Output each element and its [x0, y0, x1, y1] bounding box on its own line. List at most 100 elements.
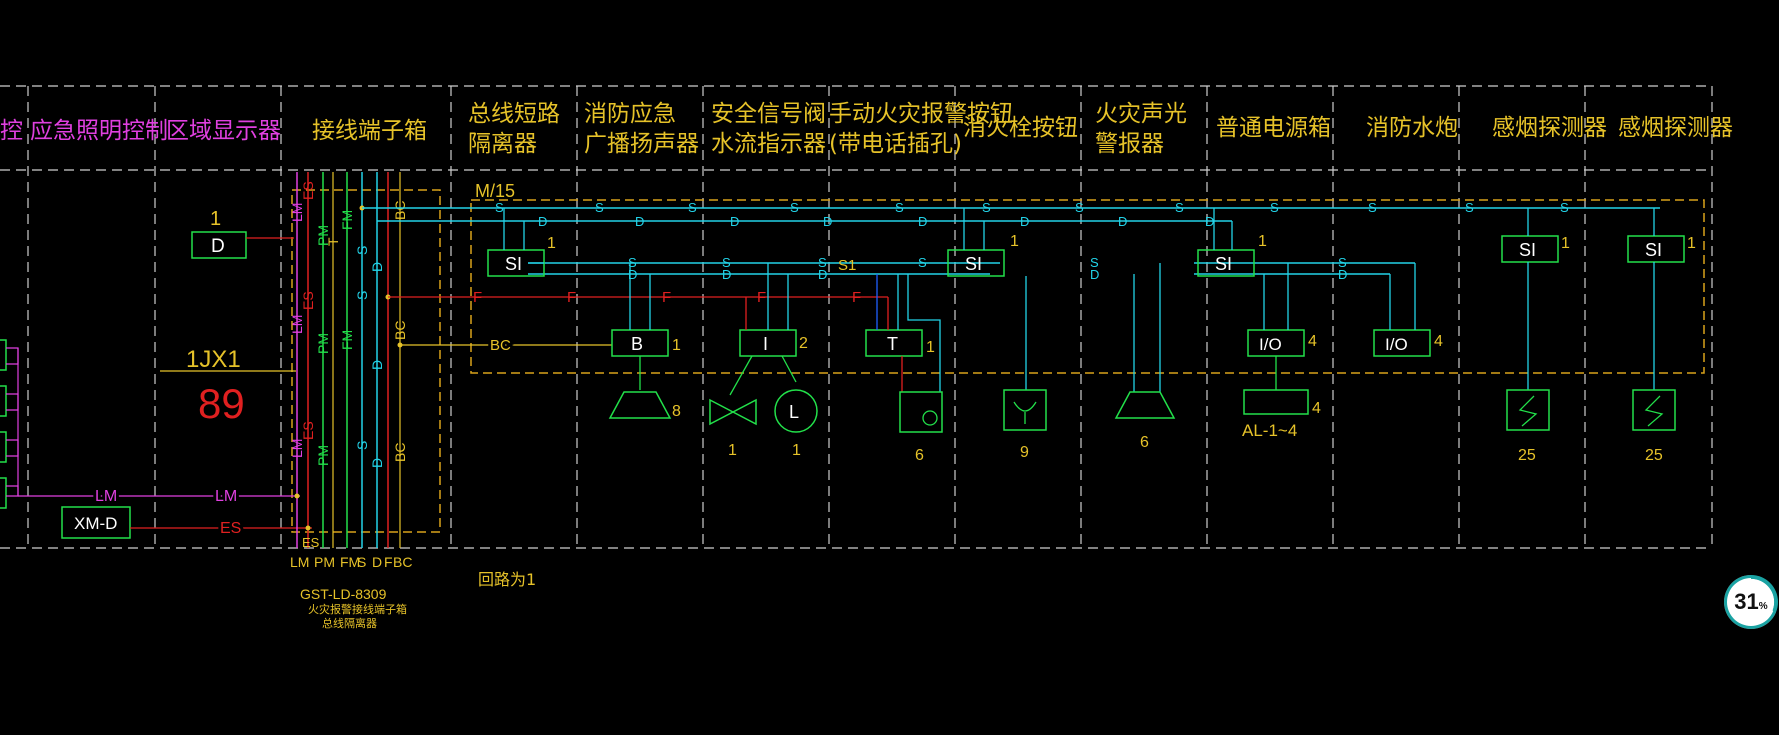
header-9-line-0: 火灾声光 — [1095, 101, 1187, 127]
flow-symbol — [774, 389, 818, 433]
module-box-2: I — [763, 334, 768, 354]
svg-text:D: D — [818, 267, 827, 282]
module-box-8: SI — [1519, 240, 1536, 260]
module-qty-0: 1 — [547, 235, 556, 252]
svg-text:D: D — [628, 267, 637, 282]
es-label: ES — [220, 520, 241, 537]
loop-note: 回路为1 — [478, 570, 536, 589]
terminal-es-label: ES — [302, 535, 320, 550]
header-5-line-1: 广播扬声器 — [584, 131, 699, 157]
valve-symbol — [709, 398, 757, 426]
tv-mid-5: D — [369, 360, 385, 370]
valve-qty: 1 — [728, 442, 737, 459]
svg-text:S: S — [722, 255, 731, 270]
smoke2-qty: 25 — [1645, 447, 1663, 464]
header-5: 消防应急广播扬声器 — [584, 101, 699, 157]
progress-badge[interactable]: 31% — [1724, 575, 1778, 629]
svg-text:F: F — [757, 289, 766, 306]
svg-text:D: D — [730, 214, 739, 229]
tv-top-4: FM — [339, 210, 355, 230]
module-qty-2: 2 — [799, 335, 808, 352]
svg-text:D: D — [635, 214, 644, 229]
area-display-label: D — [211, 236, 225, 257]
devices: 8 1 L 1 6 9 6 4 AL-1~4 25 — [608, 262, 1676, 464]
tb-3: S — [357, 554, 366, 570]
svg-text:F: F — [473, 289, 482, 306]
svg-text:S: S — [628, 255, 637, 270]
tv-top-1: PM — [315, 225, 331, 246]
alarm-qty: 6 — [1140, 434, 1149, 451]
terminal-model: GST-LD-8309 — [300, 586, 387, 602]
tv-low-0: LM — [289, 439, 305, 458]
header-7-line-0: 手动火灾报警按钮 — [829, 101, 1013, 127]
svg-text:S: S — [1338, 255, 1347, 270]
lm-label-2: LM — [215, 488, 237, 505]
svg-text:D: D — [823, 214, 832, 229]
header-4-line-0: 总线短路 — [468, 101, 560, 127]
svg-text:S: S — [1175, 200, 1184, 215]
tb-6: BC — [393, 554, 412, 570]
flow-symbol-letter: L — [789, 402, 799, 422]
lm-label-1: LM — [95, 488, 117, 505]
cable-label: 1JX1 — [186, 346, 241, 373]
module-box-0: SI — [505, 254, 522, 274]
xm-d-box — [61, 506, 131, 539]
svg-text:S: S — [1560, 200, 1569, 215]
s1-label: S1 — [838, 257, 856, 274]
header-3: 接线端子箱 — [312, 118, 427, 144]
svg-text:F: F — [852, 289, 861, 306]
terminal-model-note-1: 火灾报警接线端子箱 — [308, 602, 407, 616]
header-8: 消火栓按钮 — [963, 115, 1078, 141]
flow-qty: 1 — [792, 442, 801, 459]
svg-text:D: D — [1020, 214, 1029, 229]
module-box-9: SI — [1645, 240, 1662, 260]
module-qty-7: 4 — [1434, 333, 1443, 350]
tb-1: PM — [314, 554, 335, 570]
svg-text:S: S — [1090, 255, 1099, 270]
area-display-box — [191, 231, 247, 259]
svg-text:D: D — [1090, 267, 1099, 282]
tv-top-5: S — [354, 246, 370, 255]
header-6-line-0: 安全信号阀 — [711, 101, 826, 127]
tb-5: F — [384, 554, 393, 570]
left-region: 1 D 1JX1 89 LM LM XM-D ES — [0, 208, 312, 540]
svg-text:F: F — [567, 289, 576, 306]
tb-0: LM — [290, 554, 309, 570]
smoke1-qty: 25 — [1518, 447, 1536, 464]
left-edge-modules — [0, 339, 19, 509]
tv-mid-4: S — [354, 291, 370, 300]
module-qty-6: 4 — [1308, 333, 1317, 350]
hydrant-qty: 9 — [1020, 444, 1029, 461]
svg-text:S: S — [1270, 200, 1279, 215]
svg-text:S: S — [818, 255, 827, 270]
cable-count: 89 — [198, 380, 245, 427]
sound-light-alarm-symbol — [1114, 391, 1176, 419]
smoke-detector-2-symbol — [1632, 389, 1676, 431]
svg-text:S: S — [1465, 200, 1474, 215]
terminal-model-note-2: 总线隔离器 — [322, 616, 377, 630]
svg-text:S: S — [1075, 200, 1084, 215]
header-7-line-1: (带电话插孔) — [829, 131, 962, 157]
header-9: 火灾声光警报器 — [1095, 101, 1187, 157]
module-qty-5: 1 — [1258, 233, 1267, 250]
modules: SI 1 B 1 I 2 T 1 SI 1 SI 1 — [487, 208, 1696, 357]
power-box-symbol — [1243, 389, 1309, 415]
svg-text:S: S — [790, 200, 799, 215]
header-7: 手动火灾报警按钮 (带电话插孔) — [829, 101, 1013, 157]
header-10: 普通电源箱 — [1216, 115, 1331, 141]
tv-low-5: BC — [392, 443, 408, 462]
tv-mid-1: PM — [315, 333, 331, 354]
svg-text:D: D — [1338, 267, 1347, 282]
header-0: 控 — [0, 118, 23, 144]
header-2: 区域显示器 — [166, 118, 281, 144]
module-qty-1: 1 — [672, 337, 681, 354]
terminal-box — [294, 172, 403, 548]
smoke-detector-1-symbol — [1506, 389, 1550, 431]
tb-4: D — [372, 554, 382, 570]
svg-text:F: F — [662, 289, 671, 306]
header-11: 消防水炮 — [1366, 115, 1458, 141]
header-4: 总线短路隔离器 — [468, 101, 560, 157]
dashed-enclosures — [291, 189, 1705, 533]
